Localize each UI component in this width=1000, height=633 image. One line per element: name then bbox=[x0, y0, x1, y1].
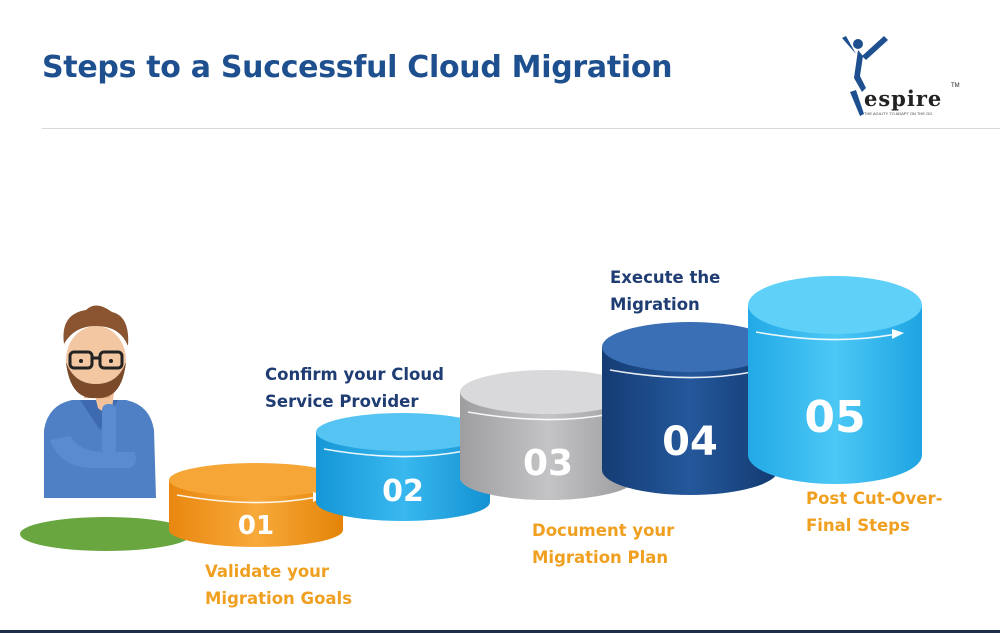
logo-tagline: THE AGILITY TO ADAPT ON THE GO bbox=[864, 111, 933, 116]
step-5-label: Post Cut-Over- Final Steps bbox=[806, 489, 943, 535]
step-1-label: Validate your Migration Goals bbox=[205, 562, 353, 608]
step-3-label: Document your Migration Plan bbox=[532, 521, 675, 567]
thinking-person-illustration bbox=[44, 305, 156, 498]
step-5-number: 05 bbox=[804, 392, 865, 443]
step-3-number: 03 bbox=[523, 443, 573, 484]
bottom-bar bbox=[0, 630, 1000, 633]
espire-logo bbox=[842, 36, 888, 116]
step-4-cylinder: 04 bbox=[602, 322, 778, 495]
step-4-label: Execute the Migration bbox=[610, 268, 721, 314]
page-title: Steps to a Successful Cloud Migration bbox=[42, 50, 673, 85]
step-2-label: Confirm your Cloud Service Provider bbox=[265, 365, 444, 411]
step-1-number: 01 bbox=[238, 511, 274, 541]
step-2-cylinder: 02 bbox=[316, 413, 490, 521]
logo-trademark: TM bbox=[951, 83, 960, 89]
step-5-cylinder: 05 bbox=[748, 276, 922, 484]
step-3-cylinder: 03 bbox=[460, 370, 636, 500]
header-divider bbox=[42, 128, 1000, 129]
step-2-number: 02 bbox=[382, 474, 424, 509]
ground-ellipse bbox=[20, 517, 192, 551]
step-4-number: 04 bbox=[662, 419, 718, 465]
logo-wordmark: espire bbox=[864, 86, 943, 111]
